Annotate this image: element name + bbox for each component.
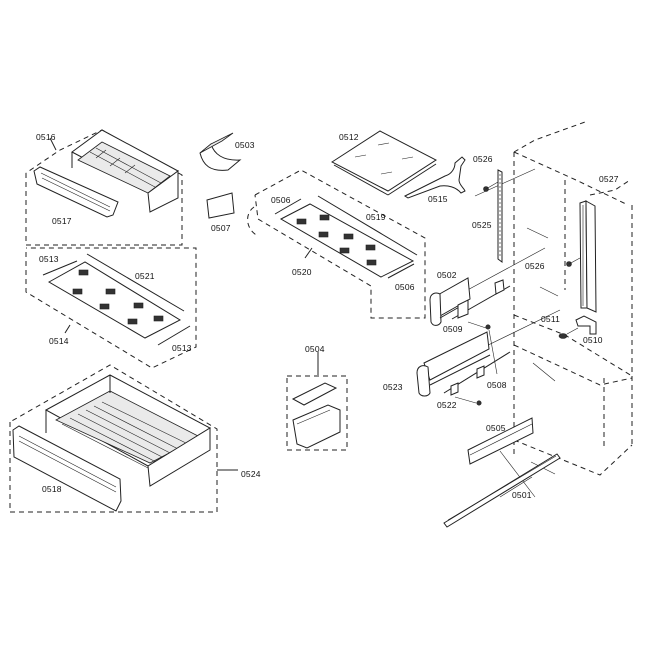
- callout-0513-upper: 0513: [39, 254, 59, 264]
- callout-0527: 0527: [599, 174, 619, 184]
- glass-shelf-group-0520: [254, 169, 426, 319]
- callout-0505: 0505: [486, 423, 506, 433]
- small-box-0504: [286, 352, 348, 451]
- channel-rail-0527: [558, 200, 597, 339]
- callout-0523: 0523: [383, 382, 403, 392]
- callout-0526-lower: 0526: [525, 261, 545, 271]
- callout-0516: 0516: [36, 132, 56, 142]
- callout-0507: 0507: [211, 223, 231, 233]
- callout-0509: 0509: [443, 324, 463, 334]
- upper-runner-0502: [429, 277, 511, 330]
- callout-0501: 0501: [512, 490, 532, 500]
- callout-0506-lower: 0506: [395, 282, 415, 292]
- callout-0524: 0524: [241, 469, 261, 479]
- callout-0526-upper: 0526: [473, 154, 493, 164]
- callout-0512: 0512: [339, 132, 359, 142]
- callout-0525: 0525: [472, 220, 492, 230]
- flap-and-panel-group: [199, 132, 259, 237]
- lower-drawer-group: [9, 364, 238, 513]
- callout-0502: 0502: [437, 270, 457, 280]
- upper-drawer-group: [25, 129, 183, 246]
- callout-0510: 0510: [583, 335, 603, 345]
- callout-0517: 0517: [52, 216, 72, 226]
- callout-0521: 0521: [135, 271, 155, 281]
- slide-rail-group: [443, 417, 561, 528]
- callout-0515: 0515: [428, 194, 448, 204]
- callout-0519: 0519: [366, 212, 386, 222]
- callout-0513-lower: 0513: [172, 343, 192, 353]
- lower-runner-0523: [416, 329, 511, 406]
- glass-shelf-0512-group: [331, 130, 466, 199]
- callout-0503: 0503: [235, 140, 255, 150]
- glass-shelf-group-0514: [25, 247, 197, 369]
- callout-0504: 0504: [305, 344, 325, 354]
- callout-0520: 0520: [292, 267, 312, 277]
- callout-0514: 0514: [49, 336, 69, 346]
- vertical-rail-0525: [483, 169, 503, 263]
- callout-0522: 0522: [437, 400, 457, 410]
- callout-0506-upper: 0506: [271, 195, 291, 205]
- callout-0508: 0508: [487, 380, 507, 390]
- callout-0518: 0518: [42, 484, 62, 494]
- callout-0511: 0511: [541, 314, 561, 324]
